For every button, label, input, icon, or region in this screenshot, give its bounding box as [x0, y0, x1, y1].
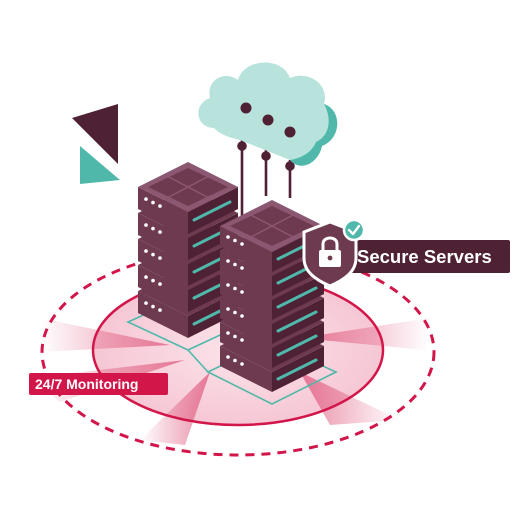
cloud-wires: [237, 140, 295, 222]
status-led: [233, 334, 237, 339]
drive-slot: [276, 286, 318, 309]
server-unit-left-face: [220, 346, 272, 392]
check-icon: [342, 218, 366, 242]
status-led: [158, 308, 162, 312]
status-led: [158, 204, 162, 208]
secure-servers-label-bg: [308, 240, 510, 273]
status-led: [233, 286, 237, 291]
server-rack-right: [220, 200, 324, 392]
status-led: [151, 252, 155, 257]
triangle-teal: [80, 146, 120, 184]
server-unit-left-face: [138, 291, 188, 338]
status-led: [144, 275, 148, 279]
drive-slot: [192, 200, 232, 222]
status-led: [158, 282, 162, 286]
monitoring-label: 24/7 Monitoring: [35, 376, 138, 392]
rack-top-seam: [167, 175, 209, 199]
beam-right: [300, 318, 430, 350]
status-led: [240, 242, 244, 246]
cloud-icon: [198, 62, 338, 166]
status-led: [158, 256, 162, 260]
server-unit-left-face: [220, 274, 272, 320]
server-unit-left-face: [138, 213, 188, 260]
drive-slot: [276, 310, 318, 333]
server-unit-left-face: [220, 226, 272, 272]
server-unit-left-face: [220, 250, 272, 296]
status-led: [226, 283, 230, 287]
status-led: [240, 314, 244, 318]
beam-left: [40, 318, 170, 352]
drive-slot: [276, 358, 318, 381]
drive-slot: [276, 334, 318, 357]
status-led: [226, 355, 230, 359]
status-led: [151, 226, 155, 231]
status-led: [233, 262, 237, 267]
beam-bottom-left: [140, 372, 210, 445]
status-led: [240, 362, 244, 366]
status-led: [144, 301, 148, 305]
status-led: [233, 310, 237, 315]
secure-servers-label: Secure Servers: [357, 246, 492, 267]
monitoring-label-bg: [29, 373, 168, 395]
server-unit-left-face: [220, 298, 272, 344]
server-unit-left-face: [138, 239, 188, 286]
status-led: [240, 290, 244, 294]
floor-link: [187, 349, 209, 373]
triangle-plum: [72, 104, 118, 164]
monitoring-callout: 24/7 Monitoring: [29, 373, 168, 395]
status-led: [144, 223, 148, 227]
secure-servers-callout: Secure Servers: [302, 218, 510, 288]
server-unit-left-face: [138, 187, 188, 234]
padlock-shield-icon: [302, 220, 358, 288]
beam-bottom-right: [300, 372, 400, 425]
status-led: [233, 358, 237, 363]
status-led: [226, 235, 230, 239]
status-led: [226, 331, 230, 335]
server-unit-left-face: [220, 322, 272, 368]
status-led: [158, 230, 162, 234]
status-led: [151, 278, 155, 283]
status-led: [240, 338, 244, 342]
status-led: [144, 249, 148, 253]
server-rack-left: [138, 162, 238, 338]
status-led: [144, 197, 148, 201]
status-led: [226, 259, 230, 263]
server-unit-left-face: [138, 265, 188, 312]
status-led: [151, 304, 155, 309]
status-led: [226, 307, 230, 311]
status-led: [240, 266, 244, 270]
rack-top-seam: [250, 214, 294, 238]
status-led: [151, 200, 155, 205]
status-led: [233, 238, 237, 243]
